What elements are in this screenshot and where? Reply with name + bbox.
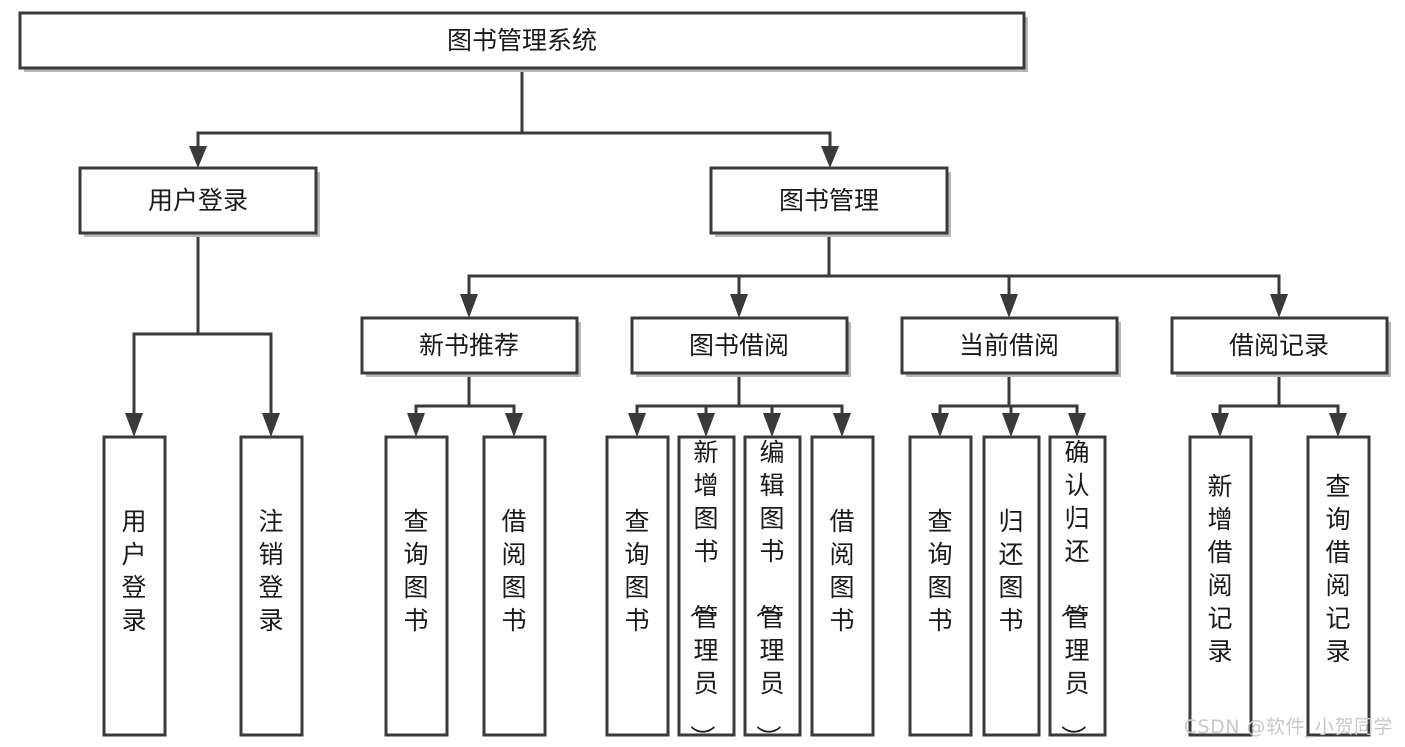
node-user-login[interactable]: 用户登录 bbox=[78, 166, 320, 237]
node-root-label: 图书管理系统 bbox=[447, 26, 597, 55]
connector-borrowrecord-to-leaves bbox=[1211, 371, 1347, 437]
arrow-head-icon bbox=[1211, 413, 1229, 437]
arrow-head-icon bbox=[1329, 413, 1347, 437]
arrow-head-icon bbox=[931, 413, 949, 437]
arrow-head-icon bbox=[460, 294, 478, 318]
node-leaf-query-book-2[interactable]: 查询图书 bbox=[605, 435, 670, 737]
node-leaf-query-record-label: 查询借阅记录 bbox=[1325, 472, 1350, 666]
arrow-head-icon bbox=[1068, 413, 1086, 437]
node-root[interactable]: 图书管理系统 bbox=[18, 11, 1028, 72]
connector-userlogin-to-leaves bbox=[125, 231, 280, 437]
arrow-head-icon bbox=[833, 413, 851, 437]
node-leaf-return-book-label: 归还图书 bbox=[998, 507, 1023, 635]
node-leaf-borrow-book-2[interactable]: 借阅图书 bbox=[810, 435, 875, 737]
node-book-borrow[interactable]: 图书借阅 bbox=[630, 316, 851, 377]
node-leaf-edit-book-label: 编辑图书（管理员） bbox=[753, 438, 784, 747]
node-leaf-query-book-1-label: 查询图书 bbox=[403, 507, 428, 635]
node-leaf-user-login-label: 用户登录 bbox=[121, 507, 146, 635]
node-current-borrow-label: 当前借阅 bbox=[959, 331, 1059, 360]
connector-newbook-to-leaves bbox=[407, 371, 523, 437]
node-book-manage[interactable]: 图书管理 bbox=[709, 166, 951, 237]
node-borrow-record-label: 借阅记录 bbox=[1229, 331, 1329, 360]
arrow-head-icon bbox=[189, 146, 207, 168]
node-leaf-confirm-return[interactable]: 确认归还（管理员） bbox=[1048, 435, 1107, 747]
node-leaf-borrow-book-2-label: 借阅图书 bbox=[829, 507, 854, 635]
node-leaf-query-record[interactable]: 查询借阅记录 bbox=[1306, 435, 1371, 737]
node-current-borrow[interactable]: 当前借阅 bbox=[900, 316, 1121, 377]
node-leaf-borrow-book-1[interactable]: 借阅图书 bbox=[482, 435, 547, 737]
connector-root-to-level2 bbox=[189, 66, 839, 168]
connector-bookmanage-to-level3 bbox=[460, 231, 1288, 318]
arrow-head-icon bbox=[1000, 294, 1018, 318]
node-book-borrow-label: 图书借阅 bbox=[689, 331, 789, 360]
arrow-head-icon bbox=[1002, 413, 1020, 437]
arrow-head-icon bbox=[821, 146, 839, 168]
node-leaf-add-record[interactable]: 新增借阅记录 bbox=[1188, 435, 1253, 737]
connectors-layer bbox=[125, 66, 1347, 437]
node-leaf-user-login[interactable]: 用户登录 bbox=[102, 435, 167, 737]
arrow-head-icon bbox=[763, 413, 781, 437]
arrow-head-icon bbox=[697, 413, 715, 437]
arrow-head-icon bbox=[505, 413, 523, 437]
arrow-head-icon bbox=[730, 294, 748, 318]
arrow-head-icon bbox=[1270, 294, 1288, 318]
node-leaf-confirm-return-label: 确认归还（管理员） bbox=[1058, 438, 1089, 747]
arrow-head-icon bbox=[407, 413, 425, 437]
node-leaf-query-book-3-label: 查询图书 bbox=[927, 507, 952, 635]
node-leaf-query-book-3[interactable]: 查询图书 bbox=[908, 435, 973, 737]
node-new-book-recommend-label: 新书推荐 bbox=[419, 331, 519, 360]
node-leaf-add-book-label: 新增图书（管理员） bbox=[687, 438, 718, 747]
node-leaf-return-book[interactable]: 归还图书 bbox=[982, 435, 1041, 737]
connector-bookborrow-to-leaves bbox=[628, 371, 851, 437]
node-leaf-user-logout-label: 注销登录 bbox=[258, 507, 283, 635]
node-leaf-query-book-1[interactable]: 查询图书 bbox=[384, 435, 449, 737]
connector-currentborrow-to-leaves bbox=[931, 371, 1086, 437]
node-leaf-borrow-book-1-label: 借阅图书 bbox=[501, 507, 526, 635]
arrow-head-icon bbox=[628, 413, 646, 437]
node-book-manage-label: 图书管理 bbox=[779, 186, 879, 215]
node-borrow-record[interactable]: 借阅记录 bbox=[1170, 316, 1391, 377]
arrow-head-icon bbox=[125, 413, 143, 437]
node-leaf-add-record-label: 新增借阅记录 bbox=[1207, 472, 1232, 666]
node-leaf-edit-book[interactable]: 编辑图书（管理员） bbox=[743, 435, 802, 747]
node-leaf-query-book-2-label: 查询图书 bbox=[624, 507, 649, 635]
node-leaf-add-book[interactable]: 新增图书（管理员） bbox=[677, 435, 736, 747]
arrow-head-icon bbox=[262, 413, 280, 437]
node-new-book-recommend[interactable]: 新书推荐 bbox=[360, 316, 581, 377]
node-leaf-user-logout[interactable]: 注销登录 bbox=[239, 435, 304, 737]
node-user-login-label: 用户登录 bbox=[148, 186, 248, 215]
